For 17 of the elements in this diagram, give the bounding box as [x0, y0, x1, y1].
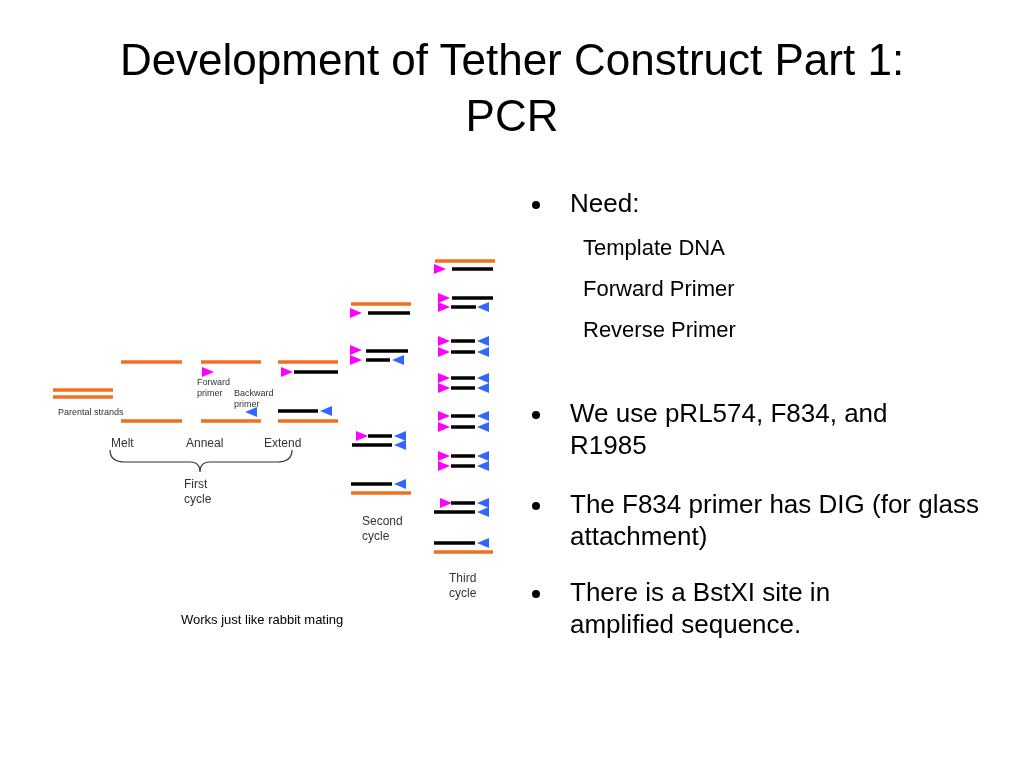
list-item: Template DNA [583, 234, 726, 262]
annotation-label: Works just like rabbit mating [181, 612, 345, 629]
bullet-text: The F834 primer has DIG (for glass attachment) [570, 489, 980, 553]
annotation-label: First cycle [184, 477, 213, 507]
bullet-text: We use pRL574, F834, and R1985 [570, 398, 889, 462]
bullet-text: There is a BstXI site in amplified sequence. [570, 577, 832, 641]
slide-title: Development of Tether Construct Part 1: PCR [118, 34, 906, 142]
annotation-label: Melt [111, 436, 135, 451]
list-item: Reverse Primer [583, 316, 737, 344]
annotation-label: Backward primer [234, 388, 274, 411]
annotation-label: Third cycle [449, 571, 478, 601]
annotation-label: Extend [264, 436, 303, 451]
annotation-label: Anneal [186, 436, 225, 451]
annotation-label: Second cycle [362, 514, 404, 544]
annotation-label: Parental strands [58, 407, 125, 419]
bullet-text: Need: [570, 188, 641, 220]
list-item: Forward Primer [583, 275, 736, 303]
